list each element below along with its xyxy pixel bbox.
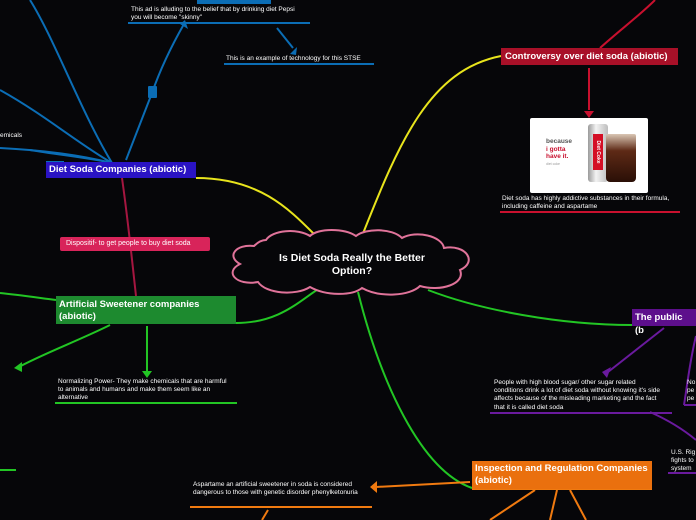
inspection-regulation-node[interactable]: Inspection and Regulation Companies (abi…	[472, 461, 652, 489]
artificial-sweetener-node[interactable]: Artificial Sweetener companies (abiotic)	[56, 296, 236, 324]
arrowhead-up	[180, 20, 188, 29]
arrowhead-down	[290, 47, 297, 55]
arrowhead-orange	[370, 481, 377, 493]
blue-midpoint-marker[interactable]	[148, 86, 157, 98]
diet-soda-companies-title: Diet Soda Companies (abiotic)	[49, 164, 187, 175]
arrowhead-purple	[602, 367, 611, 378]
soda-glass	[606, 134, 636, 182]
can-label: Diet Coke	[595, 140, 601, 164]
arrowhead-green-left	[14, 362, 22, 372]
ad-small-text: diet coke	[546, 162, 561, 166]
public-fragment-4: U.S. Rig	[671, 449, 696, 456]
dispositif-pill[interactable]: Dispositif- to get people to buy diet so…	[60, 237, 210, 251]
public-fragment-5: fights to	[671, 457, 694, 464]
ad-tagline-line-3: have it.	[546, 153, 569, 160]
blue-top-stub	[197, 0, 271, 4]
skinny-ad-note: This ad is alluding to the belief that b…	[131, 6, 295, 22]
yellow-connectors	[195, 55, 502, 237]
public-fragment-6: system	[671, 465, 692, 472]
arrowhead-red	[584, 111, 594, 118]
green-connectors	[0, 287, 633, 489]
public-fragment-3: pe	[687, 395, 695, 402]
chemicals-fragment-note: emicals	[0, 132, 23, 139]
ad-tagline-line-1: because	[546, 138, 573, 145]
aspartame-note: Aspartame an artificial sweetener in sod…	[193, 481, 358, 497]
central-topic[interactable]: Is Diet Soda Really the Better Option?	[279, 252, 425, 277]
technology-note: This is an example of technology for thi…	[226, 55, 361, 62]
controversy-title: Controversy over diet soda (abiotic)	[505, 51, 668, 62]
purple-connectors	[490, 327, 696, 474]
ad-tagline: because i gotta have it.	[546, 138, 572, 161]
diet-soda-companies-node[interactable]: Diet Soda Companies (abiotic)	[46, 162, 196, 178]
ad-tagline-line-2: i gotta	[546, 145, 566, 153]
the-public-title: The public (b	[635, 312, 683, 336]
can-red-band	[593, 134, 603, 170]
controversy-node[interactable]: Controversy over diet soda (abiotic)	[501, 48, 678, 65]
public-fragment-2: pe	[687, 387, 695, 394]
inspection-regulation-title: Inspection and Regulation Companies (abi…	[475, 463, 648, 486]
red-connectors	[500, 0, 680, 213]
the-public-node[interactable]: The public (b	[632, 309, 696, 336]
central-cloud[interactable]	[231, 229, 470, 296]
artificial-sweetener-title: Artificial Sweetener companies (abiotic)	[59, 299, 200, 322]
arrowhead-green-down	[142, 371, 152, 378]
blood-sugar-note: People with high blood sugar/ other suga…	[494, 379, 661, 411]
diet-coke-ad-image: because i gotta have it. diet coke Diet …	[530, 118, 648, 193]
normalizing-power-note: Normalizing Power- They make chemicals t…	[58, 378, 227, 402]
addictive-substances-note: Diet soda has highly addictive substance…	[502, 195, 670, 211]
orange-connectors	[190, 481, 652, 520]
public-fragment-1: No	[687, 379, 696, 386]
soda-can: Diet Coke	[588, 124, 608, 182]
blue-connectors	[0, 0, 374, 164]
